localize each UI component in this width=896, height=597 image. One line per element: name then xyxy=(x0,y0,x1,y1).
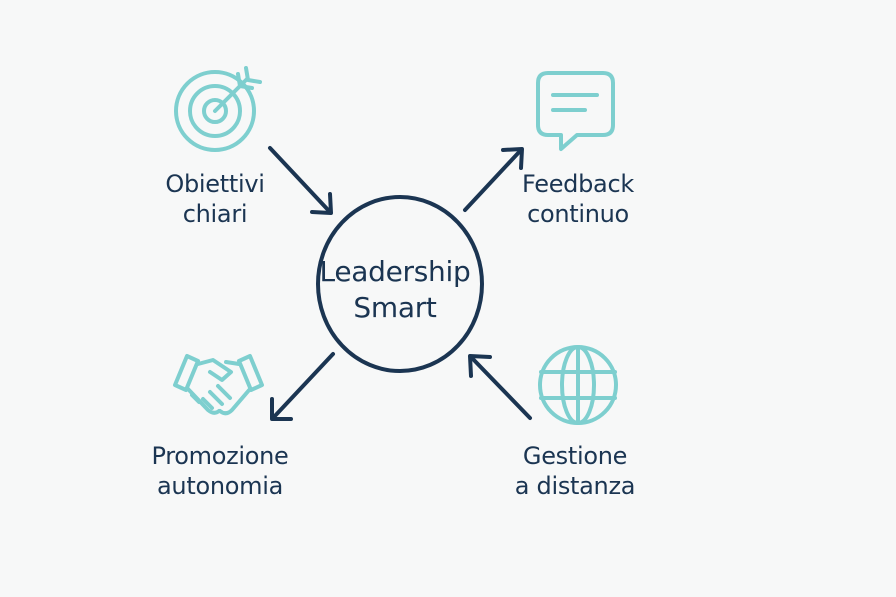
node-remote-label: Gestione a distanza xyxy=(500,441,650,501)
center-circle xyxy=(316,195,484,373)
center-label-line2: Smart xyxy=(353,291,437,324)
node-remote-line2: a distanza xyxy=(514,472,636,500)
node-goals-line1: Obiettivi xyxy=(165,170,265,198)
node-feedback-line1: Feedback xyxy=(522,170,634,198)
center-label: Leadership Smart xyxy=(300,254,490,326)
chat-bubble-icon xyxy=(536,71,615,151)
arrow-center-to-autonomy xyxy=(270,352,335,421)
node-autonomy-line1: Promozione xyxy=(151,442,289,470)
handshake-icon xyxy=(173,354,264,416)
node-goals-label: Obiettivi chiari xyxy=(150,169,280,229)
node-feedback-label: Feedback continuo xyxy=(508,169,648,229)
center-label-line1: Leadership xyxy=(319,255,471,288)
arrow-remote-to-center xyxy=(468,354,532,420)
node-remote-line1: Gestione xyxy=(522,442,628,470)
arrow-center-to-feedback xyxy=(463,147,524,212)
node-feedback-line2: continuo xyxy=(527,200,629,228)
node-autonomy-line2: autonomia xyxy=(157,472,283,500)
node-goals-line2: chiari xyxy=(182,200,248,228)
arrow-goals-to-center xyxy=(268,146,333,215)
target-icon xyxy=(174,66,262,152)
globe-icon xyxy=(538,345,618,425)
node-autonomy-label: Promozione autonomia xyxy=(140,441,300,501)
